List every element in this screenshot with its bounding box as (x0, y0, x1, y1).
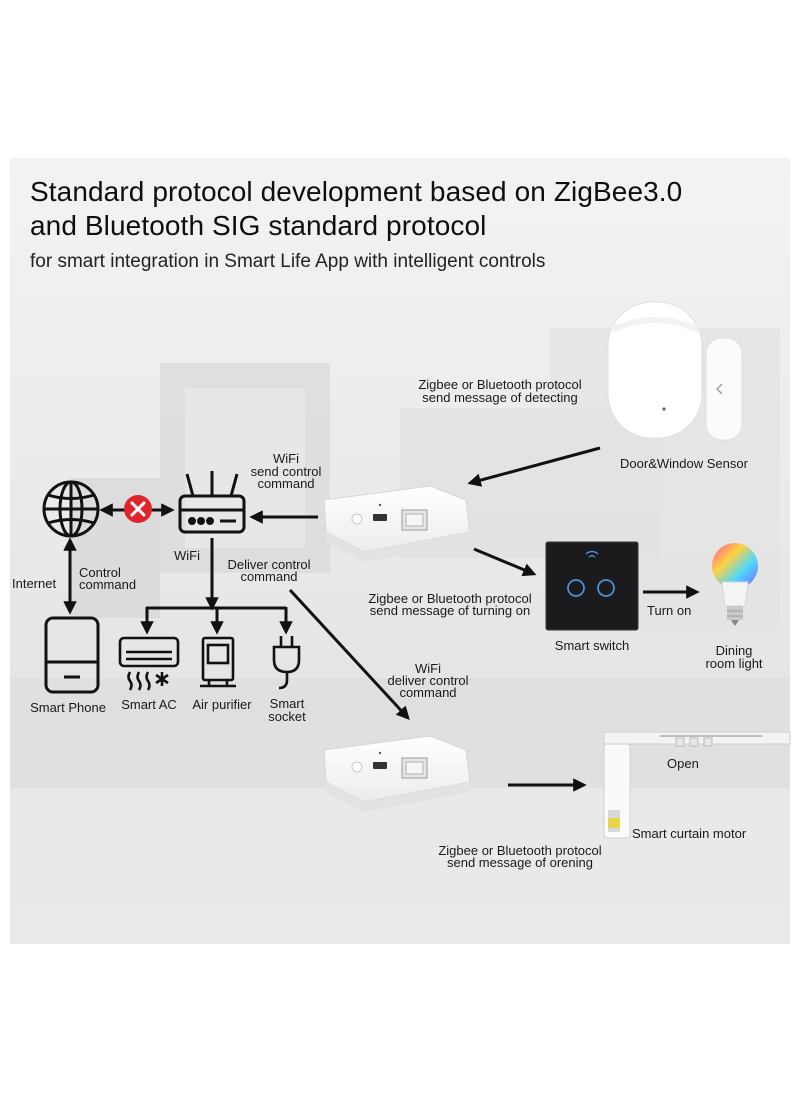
switch-protocol-label-1: Zigbee or Bluetooth protocol (368, 591, 532, 606)
gateway-hub (323, 485, 471, 562)
air-purifier-label: Air purifier (192, 697, 252, 712)
arrow-sensor-hub (467, 446, 601, 487)
open-label: Open (667, 756, 699, 771)
turn-on-label: Turn on (647, 603, 692, 618)
wifi-deliver-label-3: command (399, 685, 457, 700)
curtain-motor (603, 731, 791, 839)
smart-socket-label-1: Smart (269, 696, 305, 711)
curtain-motor-label: Smart curtain motor (632, 826, 747, 841)
sensor-protocol-label-2: send message of detecting (422, 390, 578, 405)
deliver-control-label-1: Deliver control (227, 557, 311, 572)
arrow-hub-switch (473, 547, 537, 577)
wifi-send-label-2: send control (250, 464, 322, 479)
page-title-line2: and Bluetooth SIG standard protocol (30, 210, 487, 241)
air-purifier-icon (200, 636, 236, 688)
smart-phone-label: Smart Phone (30, 700, 106, 715)
smart-switch (545, 541, 639, 631)
plug-icon (272, 636, 301, 690)
router-icon (178, 471, 246, 534)
wifi-deliver-label-1: WiFi (415, 661, 441, 676)
sensor-protocol-label-1: Zigbee or Bluetooth protocol (418, 377, 582, 392)
light-bulb (712, 543, 758, 626)
router-wifi-label: WiFi (174, 548, 200, 563)
curtain-protocol-label-2: send message of orening (447, 855, 593, 870)
gateway-hub (323, 735, 471, 812)
page-title-line1: Standard protocol development based on Z… (30, 176, 683, 207)
door-sensor (607, 301, 743, 441)
curtain-protocol-label-1: Zigbee or Bluetooth protocol (438, 843, 602, 858)
page-subtitle: for smart integration in Smart Life App … (30, 251, 546, 272)
smart-switch-label: Smart switch (554, 638, 630, 653)
deliver-control-label-2: command (240, 569, 298, 584)
dining-room-light-label-2: room light (705, 656, 763, 671)
smart-ac-label: Smart AC (121, 697, 177, 712)
globe-icon (42, 480, 100, 538)
air-conditioner-icon (118, 636, 180, 691)
phone-icon (44, 616, 100, 694)
wifi-send-label-3: command (257, 476, 315, 491)
control-command-label-2: command (79, 577, 137, 592)
connector-arrows (63, 446, 700, 792)
wifi-deliver-label-2: deliver control (387, 673, 469, 688)
arrow-router-hub2 (288, 588, 410, 720)
internet-label: Internet (12, 576, 57, 591)
wifi-send-label-1: WiFi (273, 451, 299, 466)
blocked-x-icon (124, 495, 152, 523)
control-command-label-1: Control (79, 565, 121, 580)
smart-socket-label-2: socket (268, 709, 306, 724)
door-sensor-label: Door&Window Sensor (620, 456, 748, 471)
dining-room-light-label-1: Dining (715, 643, 753, 658)
switch-protocol-label-2: send message of turning on (369, 603, 531, 618)
